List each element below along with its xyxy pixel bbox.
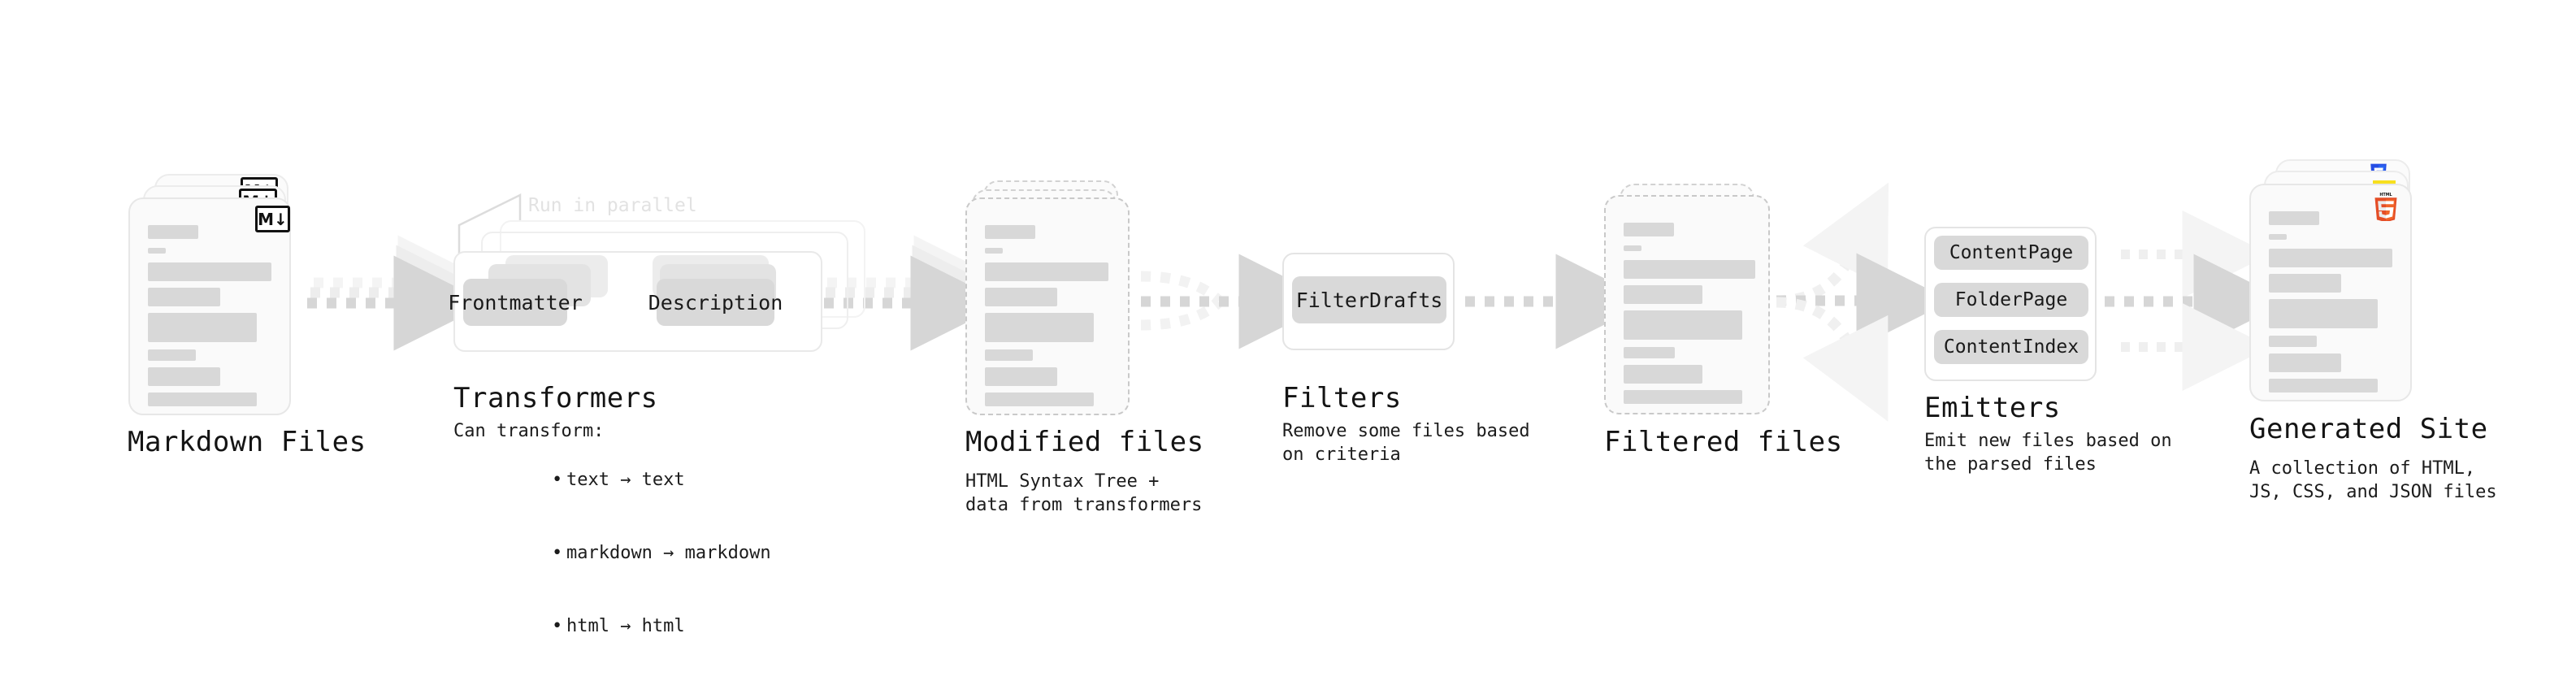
emitters-desc-line-2: the parsed files bbox=[1924, 454, 2097, 475]
chip-filterdrafts[interactable]: FilterDrafts bbox=[1292, 276, 1446, 323]
emitters-desc-line-1: Emit new files based on bbox=[1924, 431, 2172, 451]
filters-desc-line-2: on criteria bbox=[1282, 445, 1401, 465]
arrow-transformers-to-modified bbox=[824, 235, 1009, 351]
stage-title-markdown-files: Markdown Files bbox=[128, 426, 366, 458]
bullet-text-text: •text → text bbox=[551, 470, 685, 490]
svg-text:HTML: HTML bbox=[2379, 193, 2392, 197]
html5-badge-icon: HTML bbox=[2374, 193, 2397, 221]
filtered-card-front bbox=[1604, 195, 1770, 414]
transformers-bullets: •text → text •markdown → markdown •html … bbox=[466, 444, 771, 663]
modified-card-front bbox=[965, 197, 1130, 415]
bullet-html-html: •html → html bbox=[551, 616, 685, 636]
stage-title-generated-site: Generated Site bbox=[2249, 413, 2488, 445]
chip-contentindex[interactable]: ContentIndex bbox=[1934, 330, 2088, 364]
run-in-parallel-bracket bbox=[458, 193, 522, 258]
stage-title-modified-files: Modified files bbox=[965, 426, 1204, 458]
stage-title-filters: Filters bbox=[1282, 382, 1402, 414]
arrow-markdown-to-transformers bbox=[307, 235, 493, 351]
modified-files-desc-line-1: HTML Syntax Tree + bbox=[965, 471, 1160, 492]
filters-desc-line-1: Remove some files based bbox=[1282, 421, 1530, 441]
markdown-card-front bbox=[128, 197, 291, 415]
generated-site-desc-line-1: A collection of HTML, bbox=[2249, 458, 2476, 479]
stage-title-filtered-files: Filtered files bbox=[1604, 426, 1843, 458]
arrow-filtered-to-emitters bbox=[1776, 182, 1952, 422]
markdown-badge-icon: M↓ bbox=[255, 206, 290, 232]
stage-title-emitters: Emitters bbox=[1924, 392, 2061, 424]
chip-description[interactable]: Description bbox=[648, 279, 783, 326]
arrow-emitters-to-site bbox=[2105, 210, 2289, 391]
bullet-markdown-markdown: •markdown → markdown bbox=[551, 543, 771, 563]
generated-site-desc-line-2: JS, CSS, and JSON files bbox=[2249, 482, 2497, 502]
chip-frontmatter[interactable]: Frontmatter bbox=[448, 279, 583, 326]
chip-folderpage[interactable]: FolderPage bbox=[1934, 283, 2088, 317]
modified-files-desc-line-2: data from transformers bbox=[965, 495, 1203, 515]
stage-title-transformers: Transformers bbox=[453, 382, 658, 414]
chip-contentpage[interactable]: ContentPage bbox=[1934, 236, 2088, 270]
run-in-parallel-label: Run in parallel bbox=[528, 195, 697, 216]
transformers-desc: Can transform: bbox=[453, 421, 605, 441]
arrow-modified-to-filters bbox=[1140, 254, 1334, 349]
